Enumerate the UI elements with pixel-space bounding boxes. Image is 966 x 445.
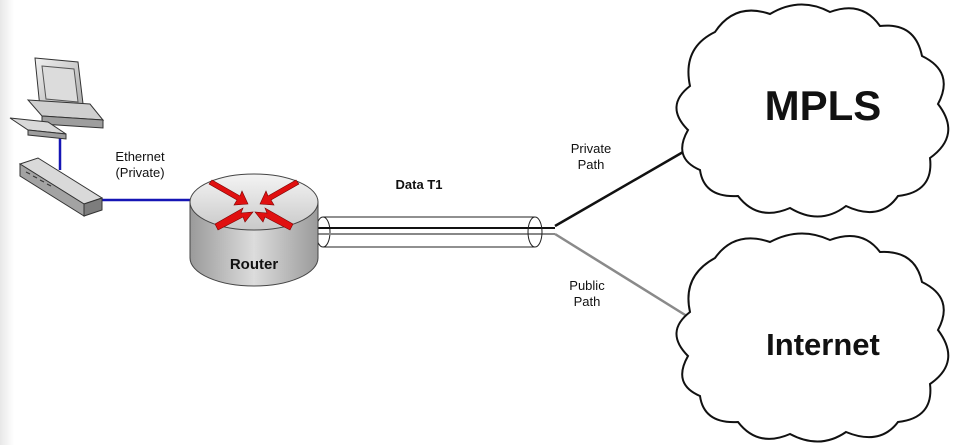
public-path-label-line2: Path: [573, 294, 601, 309]
public-path-line: [554, 232, 691, 320]
ethernet-label: Ethernet (Private): [104, 149, 176, 181]
left-edge-shadow: [0, 0, 14, 445]
internet-label: Internet: [766, 327, 880, 362]
cloud-icon: [675, 232, 950, 443]
cloud-icon: [675, 3, 950, 218]
network-switch-icon: [18, 157, 104, 217]
data-t1-label: Data T1: [395, 177, 443, 192]
router-icon: [189, 173, 319, 287]
private-path-label-line1: Private: [570, 141, 612, 156]
mpls-label: MPLS: [764, 82, 882, 129]
desktop-computer-icon: [9, 57, 105, 140]
private-path-line: [554, 146, 691, 228]
data-t1-tube: [315, 216, 555, 248]
public-path-label-line1: Public: [569, 278, 605, 293]
ethernet-label-line2: (Private): [115, 165, 165, 180]
ethernet-label-line1: Ethernet: [115, 149, 165, 164]
private-path-label: Private Path: [556, 141, 626, 173]
router-label: Router: [229, 256, 279, 273]
public-path-label: Public Path: [552, 278, 622, 310]
private-path-label-line2: Path: [577, 157, 605, 172]
ethernet-link: [58, 135, 192, 202]
